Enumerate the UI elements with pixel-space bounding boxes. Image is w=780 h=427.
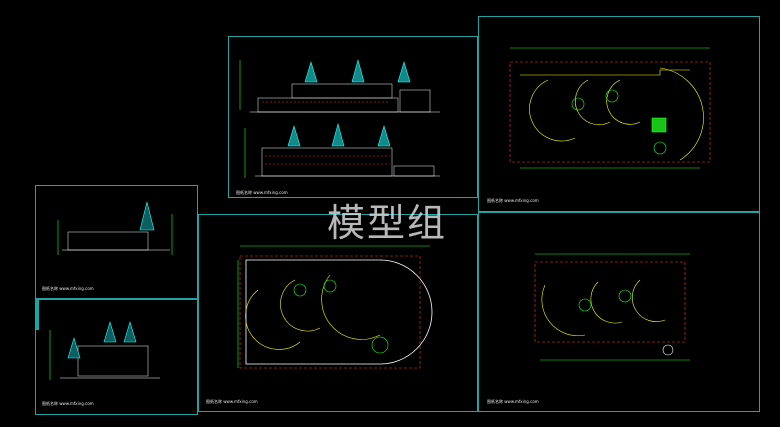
sheet-left-lower xyxy=(35,299,198,415)
side-elevation-lower xyxy=(49,320,160,380)
side-tab xyxy=(35,300,39,330)
sheet-title-plan-upper-right: 图纸名称 www.mfxing.com xyxy=(487,198,539,203)
sheet-elevations xyxy=(228,36,478,198)
sheet-title-plan-lower-right: 图纸名称 www.mfxing.com xyxy=(487,399,539,404)
sheet-title-elevations: 图纸名称 www.mfxing.com xyxy=(236,190,288,195)
floor-plan-upper xyxy=(509,47,711,169)
sheet-title-plan-center: 图纸名称 www.mfxing.com xyxy=(206,399,258,404)
floor-plan-center xyxy=(237,245,433,369)
sheet-plan-center xyxy=(198,214,478,412)
sheet-left-upper xyxy=(35,185,198,299)
side-elevation-upper xyxy=(57,201,173,255)
sheet-title-left-lower: 图纸名称 www.mfxing.com xyxy=(42,401,94,406)
floor-plan-lower xyxy=(534,253,690,361)
elevation-drawing-top xyxy=(239,58,440,113)
sheet-title-left-upper: 图纸名称 www.mfxing.com xyxy=(42,286,94,291)
sheet-plan-lower-right xyxy=(478,212,760,412)
elevation-drawing-bottom xyxy=(244,122,440,178)
sheet-plan-upper-right xyxy=(478,16,760,212)
watermark: 模型组 xyxy=(327,201,448,245)
